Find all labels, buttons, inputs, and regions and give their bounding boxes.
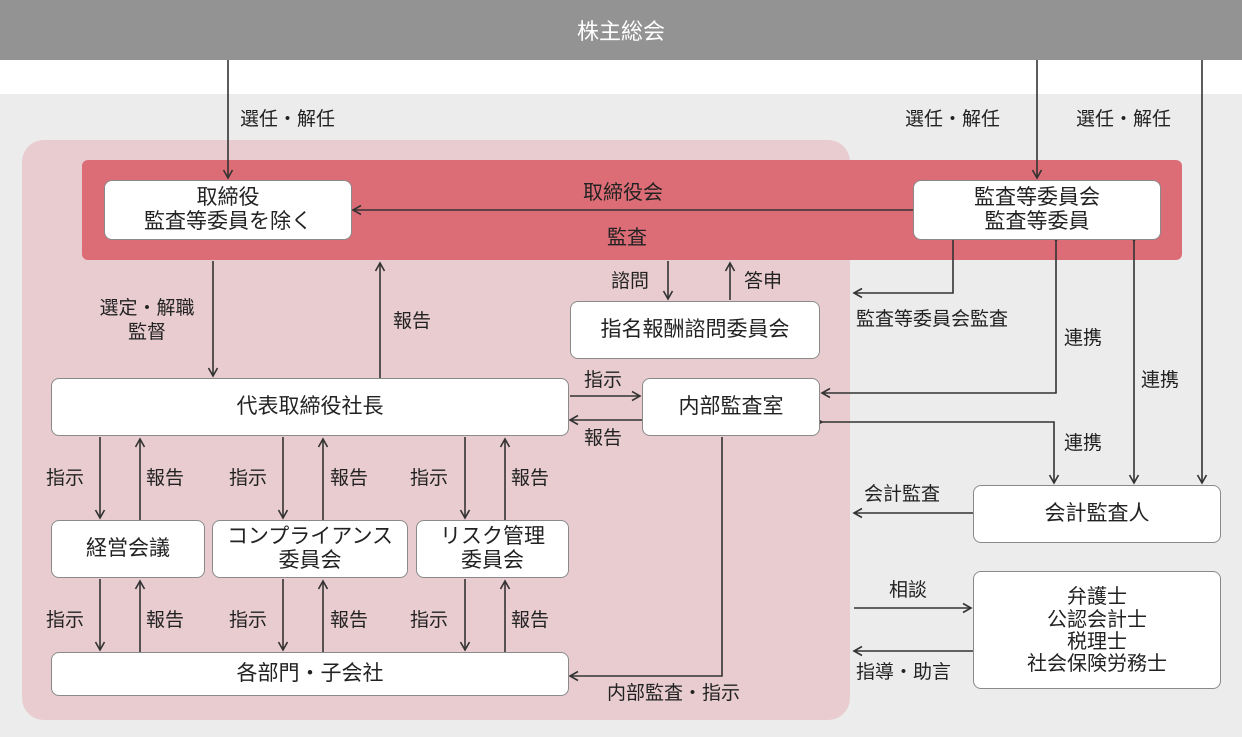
compliance-committee-box: コンプライアンス 委員会 (212, 520, 408, 578)
label-instruct-compliance: 指示 (229, 467, 268, 489)
nomination-committee-line1: 指名報酬諮問委員会 (600, 317, 790, 342)
label-consultation: 相談 (889, 579, 928, 601)
arrow-audit-committee-audit (852, 239, 954, 299)
accounting-auditor-line1: 会計監査人 (1044, 501, 1150, 526)
board-audit-label: 監査 (607, 225, 647, 249)
label-accounting-audit: 会計監査 (864, 483, 941, 505)
management-meeting-box: 経営会議 (51, 520, 205, 578)
audit-committee-line2: 監査等委員 (984, 209, 1090, 233)
label-report-mgmt: 報告 (146, 467, 185, 489)
internal-audit-box: 内部監査室 (642, 378, 820, 436)
professionals-box: 弁護士 公認会計士 税理士 社会保険労務士 (973, 571, 1221, 689)
shareholders-meeting-title: 株主総会 (576, 20, 665, 45)
arrow-coop-internal (820, 232, 1062, 399)
label-report-risk-dept: 報告 (511, 609, 550, 631)
professionals-line4: 社会保険労務士 (1027, 651, 1167, 676)
label-instruct-risk-dept: 指示 (410, 609, 449, 631)
professionals-line3: 税理士 (1067, 629, 1127, 653)
professionals-line1: 弁護士 (1067, 584, 1127, 609)
label-supervise: 監督 (127, 321, 166, 343)
internal-audit-line1: 内部監査室 (678, 394, 784, 419)
directors-line1: 取締役 (196, 185, 260, 210)
label-report-compliance-dept: 報告 (330, 609, 369, 631)
label-report-compliance: 報告 (330, 467, 369, 489)
arrow-coop-internal-auditor (813, 416, 1060, 485)
shareholders-meeting-bar: 株主総会 (0, 0, 1242, 60)
label-elect-dismiss-directors: 選任・解任 (240, 108, 336, 130)
label-guidance-advice: 指導・助言 (856, 661, 952, 683)
label-instruct-mgmt-dept: 指示 (46, 609, 85, 631)
label-audit-committee-audit: 監査等委員会監査 (856, 308, 1009, 330)
label-instruct-compliance-dept: 指示 (229, 609, 268, 631)
departments-box: 各部門・子会社 (51, 652, 569, 696)
president-box: 代表取締役社長 (51, 378, 569, 436)
board-title: 取締役会 (583, 180, 663, 204)
label-answer: 答申 (744, 270, 783, 292)
directors-line2: 監査等委員を除く (144, 209, 312, 233)
risk-committee-line1: リスク管理 (440, 524, 545, 549)
label-cooperation-auditor: 連携 (1141, 369, 1180, 391)
label-instruct-internal: 指示 (584, 369, 623, 391)
label-elect-dismiss-audit: 選任・解任 (905, 108, 1001, 130)
risk-committee-box: リスク管理 委員会 (416, 520, 569, 578)
label-instruct-mgmt: 指示 (46, 467, 85, 489)
arrow-internal-audit-instruct (568, 437, 723, 682)
audit-committee-line1: 監査等委員会 (974, 185, 1100, 210)
management-meeting-line1: 経営会議 (86, 536, 170, 561)
nomination-committee-box: 指名報酬諮問委員会 (570, 301, 820, 359)
professionals-line2: 公認会計士 (1047, 606, 1147, 631)
accounting-auditor-box: 会計監査人 (973, 485, 1221, 543)
label-internal-audit-instruct: 内部監査・指示 (607, 682, 741, 704)
label-select-dismiss: 選定・解職 (99, 297, 195, 319)
compliance-committee-line2: 委員会 (278, 548, 342, 572)
president-line1: 代表取締役社長 (236, 394, 384, 419)
label-consult: 諮問 (611, 270, 650, 292)
compliance-committee-line1: コンプライアンス (226, 524, 394, 549)
label-report-internal: 報告 (584, 427, 623, 449)
departments-line1: 各部門・子会社 (236, 661, 384, 686)
label-cooperation-internal: 連携 (1064, 327, 1103, 349)
label-instruct-risk: 指示 (410, 467, 449, 489)
label-report-mgmt-dept: 報告 (146, 609, 185, 631)
label-report-risk: 報告 (511, 467, 550, 489)
label-elect-dismiss-auditor: 選任・解任 (1076, 108, 1172, 130)
directors-box: 取締役 監査等委員を除く (104, 180, 352, 240)
audit-committee-box: 監査等委員会 監査等委員 (913, 180, 1161, 240)
label-report-to-directors: 報告 (393, 310, 432, 332)
risk-committee-line2: 委員会 (461, 548, 524, 572)
label-cooperation-internal-auditor: 連携 (1064, 432, 1103, 454)
